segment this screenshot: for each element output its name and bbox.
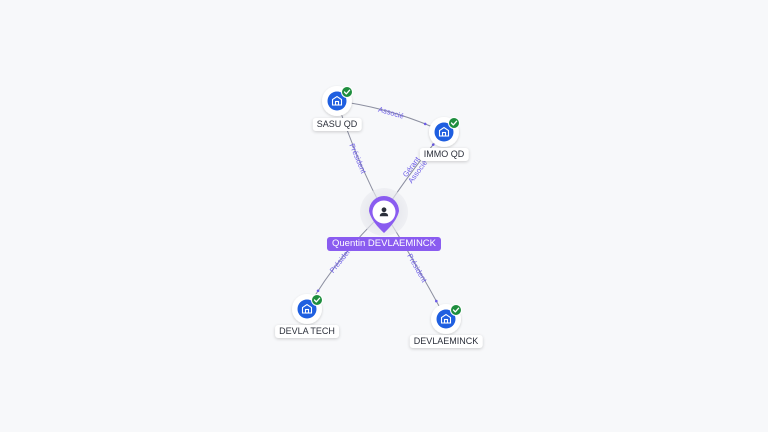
building-icon bbox=[440, 313, 452, 324]
company-label-immo[interactable]: IMMO QD bbox=[419, 148, 469, 161]
verified-check-icon bbox=[450, 304, 462, 316]
building-icon bbox=[438, 126, 450, 137]
company-node-devlatech[interactable] bbox=[292, 294, 323, 324]
verified-check-icon bbox=[311, 294, 323, 306]
company-node-devlaeminck[interactable] bbox=[431, 304, 462, 334]
company-label-devlatech[interactable]: DEVLA TECH bbox=[275, 325, 339, 338]
verified-check-icon bbox=[448, 117, 460, 129]
company-label-devlaeminck[interactable]: DEVLAEMINCK bbox=[409, 335, 483, 348]
edge-label: Associé bbox=[377, 105, 405, 121]
company-node-immo[interactable] bbox=[429, 117, 460, 147]
edge-arrow-marker bbox=[423, 122, 427, 126]
person-node[interactable] bbox=[360, 188, 408, 236]
edge-arrow-marker bbox=[435, 299, 438, 303]
building-icon bbox=[331, 95, 343, 106]
person-name-label[interactable]: Quentin DEVLAEMINCK bbox=[326, 237, 442, 251]
edge-label: Président bbox=[405, 252, 429, 285]
edge-arrow-marker bbox=[431, 143, 435, 146]
nodes-layer bbox=[292, 86, 462, 334]
building-icon bbox=[301, 303, 313, 314]
edge-label: Président bbox=[347, 142, 368, 176]
company-node-sasu[interactable] bbox=[322, 86, 353, 116]
verified-check-icon bbox=[341, 86, 353, 98]
edge-arrow-marker bbox=[316, 289, 320, 293]
user-icon bbox=[379, 207, 389, 217]
company-label-sasu[interactable]: SASU QD bbox=[312, 118, 362, 131]
